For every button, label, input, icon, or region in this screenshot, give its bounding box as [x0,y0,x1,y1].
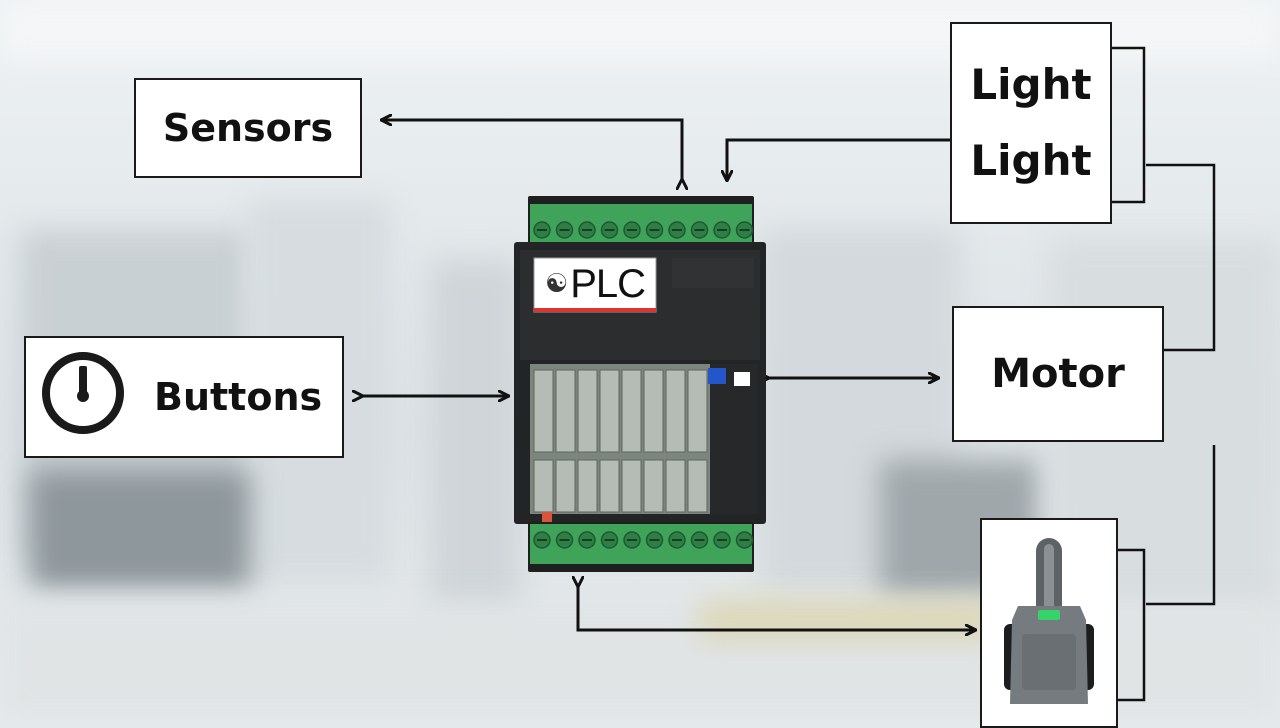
wire-right-bus-upper [1146,163,1216,352]
actuator-box[interactable] [980,518,1118,728]
wire-light-plc [727,138,952,180]
plc-illustration [514,196,766,572]
wire-plc-actuator [578,586,975,630]
buttons-label: Buttons [154,375,323,419]
light-label-1: Light [970,60,1092,110]
wire-right-bus-lower [1146,445,1216,606]
plc-device[interactable]: ☯ PLC [512,192,768,574]
joystick-actuator-icon [994,534,1104,728]
wire-actuator-bracket [1116,548,1146,702]
clock-icon [38,348,128,447]
motor-label: Motor [991,351,1125,397]
buttons-box[interactable]: Buttons [24,336,344,458]
motor-box[interactable]: Motor [952,306,1164,442]
sensors-box[interactable]: Sensors [134,78,362,178]
light-box[interactable]: Light Light [950,22,1112,224]
sensors-label: Sensors [162,106,334,150]
light-label-2: Light [970,136,1092,185]
plc-logo: ☯ PLC [536,260,654,308]
wire-light-bracket [1112,46,1146,204]
wire-plc-sensors [382,120,682,180]
plc-logo-icon: ☯ [544,269,569,299]
plc-label: PLC [570,261,646,306]
